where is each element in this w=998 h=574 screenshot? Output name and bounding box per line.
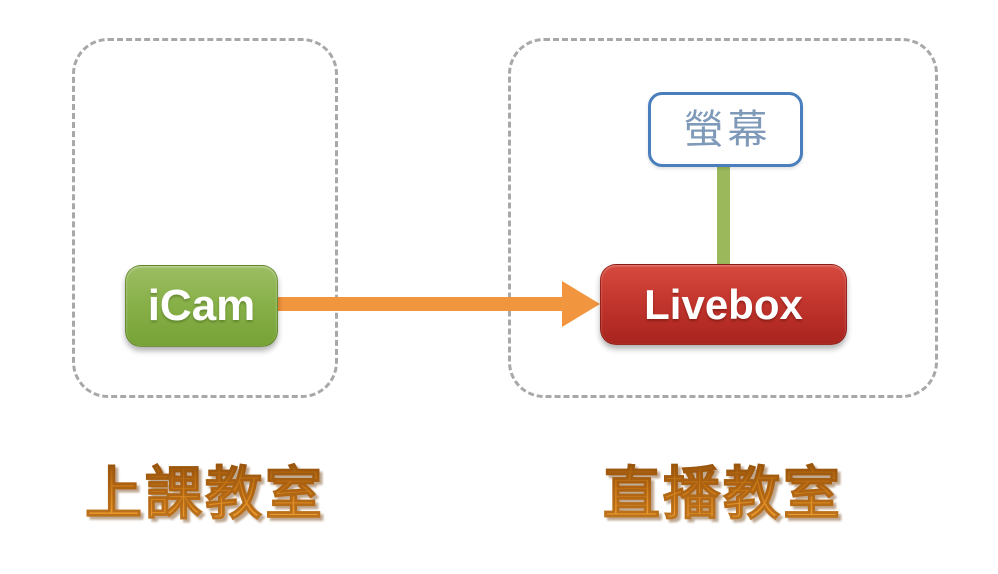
node-screen: 螢幕	[648, 92, 803, 167]
classroom-group-left-frame	[72, 38, 338, 398]
icam-to-livebox-arrow-shaft	[278, 297, 564, 311]
node-livebox: Livebox	[600, 264, 847, 345]
screen-to-livebox-connector-line	[717, 165, 730, 269]
node-livebox-label: Livebox	[644, 280, 803, 328]
node-icam: iCam	[125, 265, 278, 347]
caption-classroom-right: 直播教室	[508, 462, 938, 528]
classroom-group-right-frame	[508, 38, 938, 398]
icam-to-livebox-arrow-head-icon	[562, 281, 600, 327]
node-icam-label: iCam	[147, 281, 256, 330]
node-screen-label: 螢幕	[683, 107, 772, 152]
caption-classroom-left: 上課教室	[72, 462, 338, 528]
